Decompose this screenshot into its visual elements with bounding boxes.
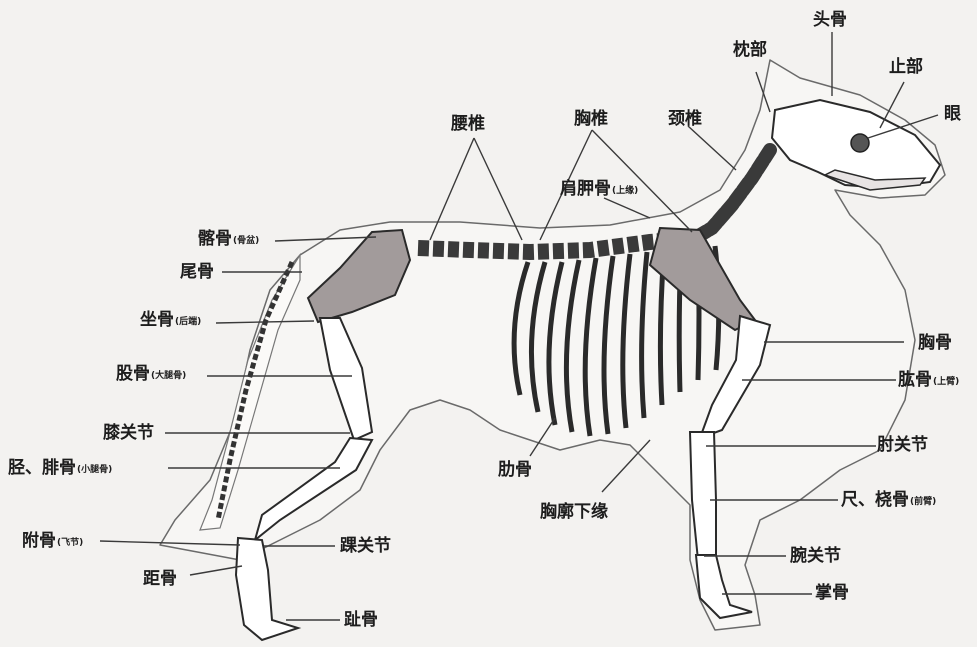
label-occiput: 枕部 — [733, 40, 767, 60]
label-femur: 股骨(大腿骨) — [116, 364, 186, 386]
hind-foot-bones — [236, 538, 298, 640]
eye-socket — [851, 134, 869, 152]
label-cervical: 颈椎 — [668, 109, 702, 129]
label-tarsus: 附骨(飞节) — [22, 531, 83, 553]
label-forearm: 尺、桡骨(前臂) — [841, 490, 936, 512]
label-calcaneus: 距骨 — [143, 569, 177, 589]
label-phalanges: 趾骨 — [344, 610, 378, 630]
label-stop: 止部 — [889, 57, 923, 77]
label-humerus: 肱骨(上臂) — [898, 370, 959, 392]
label-sternum: 胸骨 — [918, 333, 952, 353]
leader-cervical — [688, 126, 736, 170]
label-eye: 眼 — [944, 104, 961, 124]
label-ilium: 髂骨(骨盆) — [198, 229, 259, 251]
label-tibia: 胫、腓骨(小腿骨) — [8, 458, 112, 480]
leader-calcaneus — [190, 566, 242, 575]
label-tail: 尾骨 — [180, 262, 214, 282]
label-ischium: 坐骨(后端) — [140, 310, 201, 332]
leader-scapula — [604, 198, 650, 218]
label-hock: 踝关节 — [340, 536, 391, 556]
label-thoracic: 胸椎 — [574, 109, 608, 129]
label-ribs: 肋骨 — [498, 460, 532, 480]
label-scapula: 肩胛骨(上缘) — [560, 179, 638, 201]
label-stifle: 膝关节 — [103, 423, 154, 443]
label-skull: 头骨 — [813, 10, 847, 30]
leader-rib-margin — [602, 440, 650, 492]
label-carpus: 腕关节 — [790, 546, 841, 566]
label-lumbar: 腰椎 — [451, 114, 485, 134]
label-elbow: 肘关节 — [877, 435, 928, 455]
label-rib-margin: 胸廓下缘 — [540, 502, 608, 522]
label-metacarpus: 掌骨 — [815, 583, 849, 603]
